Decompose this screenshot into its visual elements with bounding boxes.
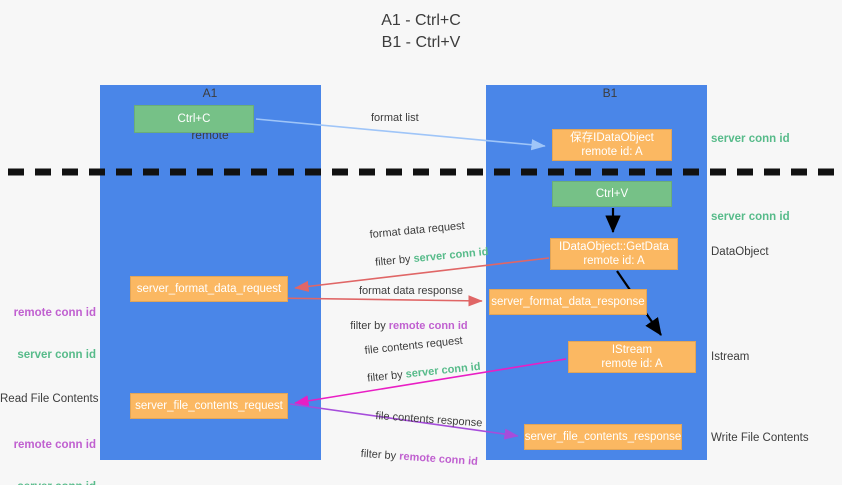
box-server-file-contents-request[interactable]: server_file_contents_request bbox=[130, 393, 288, 419]
note-server-conn-id-top: server conn id bbox=[711, 133, 790, 145]
box-server-format-data-response[interactable]: server_format_data_response bbox=[489, 289, 647, 315]
box-server-format-data-response-label: server_format_data_response bbox=[491, 296, 645, 308]
edge-label-format-list: format list bbox=[371, 112, 419, 124]
box-server-file-contents-response-label: server_file_contents_response bbox=[524, 431, 682, 443]
filter-value-remote-conn-id-2: remote conn id bbox=[398, 450, 479, 468]
note-istream: Istream bbox=[711, 351, 750, 363]
note-server-conn-id-left-1: server conn id bbox=[17, 349, 96, 361]
box-istream[interactable]: IStream remote id: A bbox=[568, 341, 696, 373]
box-ctrl-c-label: Ctrl+C bbox=[177, 113, 211, 125]
box-server-file-contents-response[interactable]: server_file_contents_response bbox=[524, 424, 682, 450]
edge-label-file-contents-response: file contents response bbox=[375, 409, 483, 430]
box-save-idataobject-line1: 保存IDataObject bbox=[570, 132, 654, 144]
note-server-conn-id-mid: server conn id bbox=[711, 211, 790, 223]
edge-label-format-data-response-filter: filter by remote conn id bbox=[338, 305, 468, 347]
box-idataobject-getdata-line2: remote id: A bbox=[583, 255, 645, 267]
box-ctrl-c[interactable]: Ctrl+C bbox=[134, 105, 254, 133]
filter-prefix-4: filter by bbox=[360, 447, 400, 463]
filter-prefix-1: filter by bbox=[374, 253, 415, 269]
filter-prefix-2: filter by bbox=[350, 320, 389, 332]
note-remote-conn-id-1: remote conn id bbox=[13, 307, 96, 319]
box-ctrl-v-label: Ctrl+V bbox=[595, 188, 629, 200]
box-ctrl-v[interactable]: Ctrl+V bbox=[552, 181, 672, 207]
page-title: A1 - Ctrl+C B1 - Ctrl+V bbox=[381, 12, 461, 51]
box-istream-line2: remote id: A bbox=[601, 358, 663, 370]
edge-label-file-contents-response-filter: filter by remote conn id bbox=[347, 432, 479, 483]
box-save-idataobject[interactable]: 保存IDataObject remote id: A bbox=[552, 129, 672, 161]
edge-label-format-data-response: format data response bbox=[359, 285, 463, 297]
box-save-idataobject-line2: remote id: A bbox=[581, 146, 643, 158]
filter-value-remote-conn-id-1: remote conn id bbox=[388, 320, 468, 332]
note-write-file-contents: Write File Contents bbox=[711, 432, 809, 444]
column-header-b1-title: B1 bbox=[602, 86, 618, 100]
box-idataobject-getdata-line1: IDataObject::GetData bbox=[559, 241, 669, 253]
box-server-format-data-request[interactable]: server_format_data_request bbox=[130, 276, 288, 302]
note-server-conn-id-left-2: server conn id bbox=[0, 480, 96, 485]
note-read-file-contents: Read File Contents bbox=[0, 393, 99, 405]
filter-value-server-conn-id-1: server conn id bbox=[412, 245, 489, 266]
note-remote-conn-id-2: remote conn id bbox=[13, 439, 96, 451]
box-idataobject-getdata[interactable]: IDataObject::GetData remote id: A bbox=[550, 238, 678, 270]
box-server-file-contents-request-label: server_file_contents_request bbox=[135, 400, 283, 412]
note-conn-ids-upper: remote conn id server conn id bbox=[0, 278, 96, 390]
column-header-a1-title: A1 bbox=[202, 86, 218, 100]
box-server-format-data-request-label: server_format_data_request bbox=[136, 283, 282, 295]
note-conn-ids-lower: remote conn id server conn id bbox=[0, 410, 96, 485]
filter-prefix-3: filter by bbox=[366, 368, 407, 385]
box-istream-line1: IStream bbox=[611, 344, 653, 356]
note-dataobject: DataObject bbox=[711, 246, 769, 258]
filter-value-server-conn-id-2: server conn id bbox=[405, 360, 482, 381]
